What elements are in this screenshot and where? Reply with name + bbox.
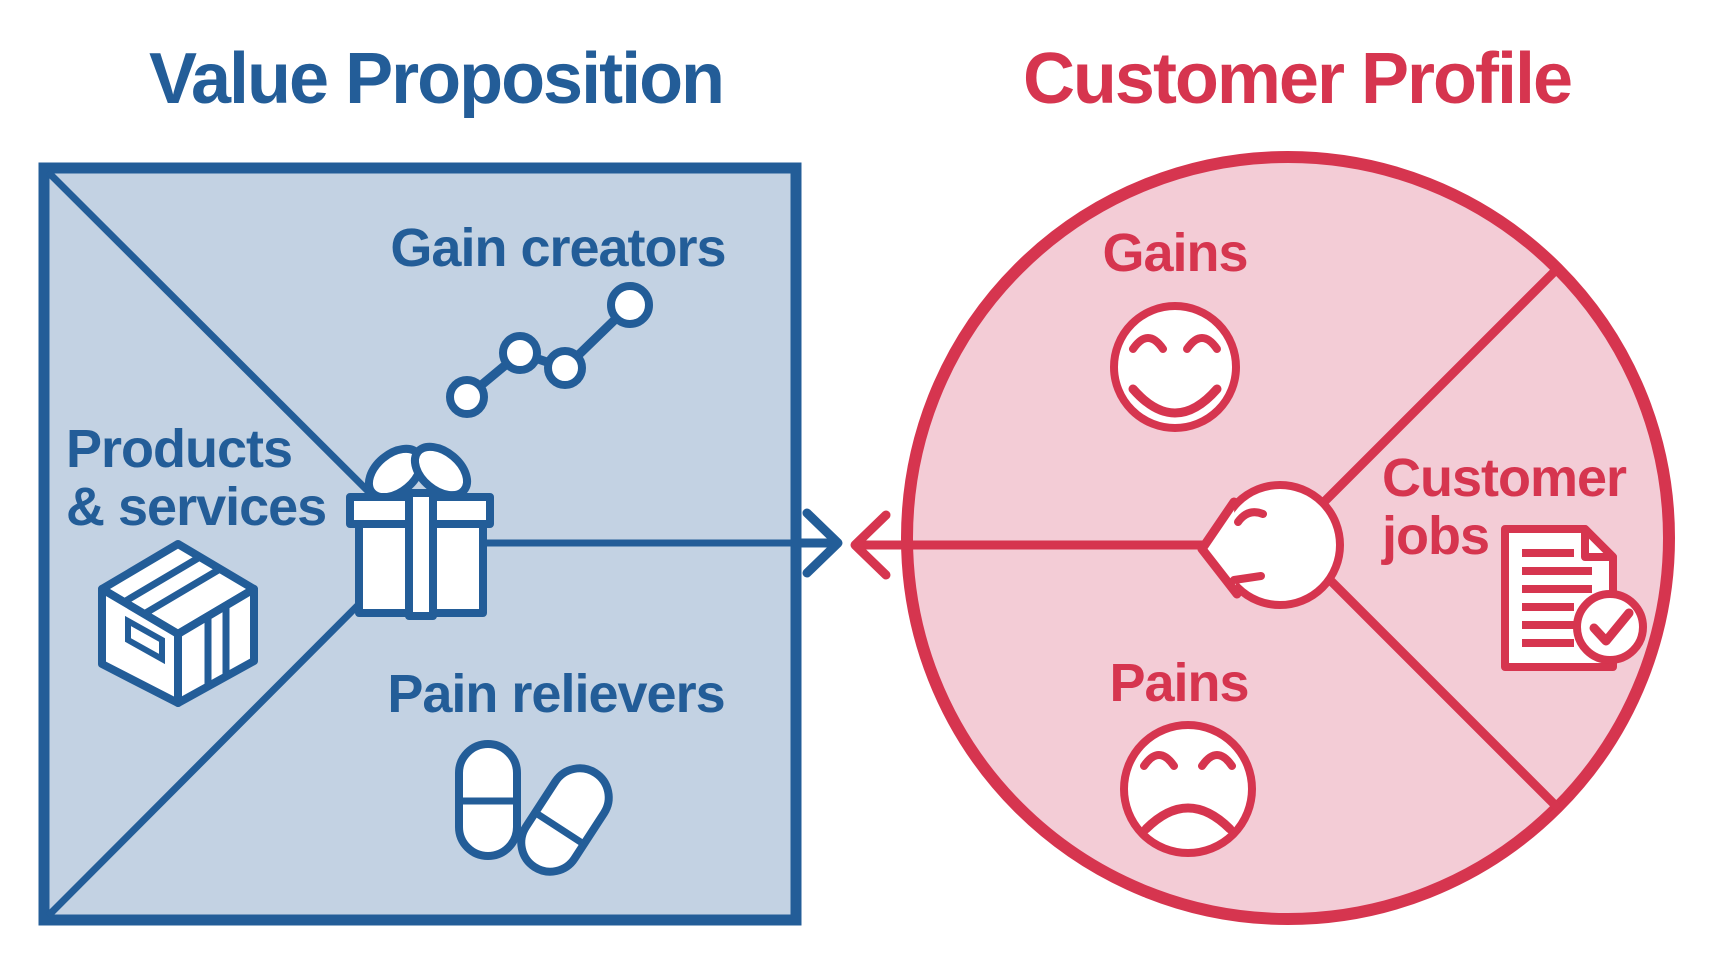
check-circle	[1573, 590, 1647, 664]
sad-face-icon	[1120, 721, 1256, 857]
left-arrow-icon	[850, 510, 1255, 580]
document-line-6	[1522, 639, 1574, 647]
sector-divider-lower	[1284, 534, 1562, 812]
document-line-4	[1522, 603, 1574, 611]
smiley-face-icon	[1110, 302, 1240, 432]
value-proposition-title: Value Proposition	[149, 39, 723, 119]
sad-mouth	[1141, 803, 1235, 834]
left-arrow-head	[850, 510, 891, 580]
sector-divider-upper	[1284, 264, 1562, 542]
right-arrow-icon	[791, 508, 843, 578]
pill-2	[517, 764, 613, 876]
trend-line-icon	[446, 282, 653, 418]
check-mark	[1589, 608, 1634, 646]
right-arrow-head	[802, 508, 843, 578]
box-top-stripe-2	[140, 565, 224, 618]
trend-point-4	[607, 282, 653, 328]
trend-point-3	[544, 347, 586, 389]
person-eyebrow	[1234, 508, 1267, 526]
document-line-5	[1522, 621, 1592, 629]
gift-icon	[346, 442, 494, 620]
value-proposition-panel: Value Proposition Gain creators Products…	[38, 39, 843, 926]
customer-jobs-label-line1: Customer	[1382, 448, 1627, 508]
person-nose-fill	[1200, 503, 1236, 594]
customer-jobs-label-line2: jobs	[1381, 506, 1489, 566]
trend-line	[462, 300, 635, 402]
gains-label: Gains	[1102, 223, 1247, 283]
sad-head	[1120, 721, 1256, 857]
smiley-mouth	[1128, 384, 1222, 418]
products-services-label-line2: & services	[66, 477, 326, 537]
products-services-label-line1: Products	[66, 419, 292, 479]
pain-relievers-label: Pain relievers	[387, 664, 724, 724]
pills-icon	[455, 740, 613, 876]
gain-creators-label: Gain creators	[390, 218, 725, 278]
box-top-stripe-1	[120, 553, 204, 606]
pains-label: Pains	[1109, 653, 1248, 713]
sad-eye-left	[1140, 751, 1178, 770]
smiley-eye-right	[1183, 334, 1221, 353]
divider-top-left	[45, 169, 423, 546]
trend-point-1	[446, 376, 488, 418]
person-mouth	[1230, 572, 1265, 584]
pill-2-divider	[533, 809, 586, 848]
document-folded-corner	[1581, 525, 1617, 561]
task-document-icon	[1501, 525, 1647, 671]
person-profile-icon	[1197, 481, 1344, 609]
gift-bow-right	[410, 442, 472, 500]
person-nose-outline	[1197, 497, 1242, 599]
document-line-3	[1522, 585, 1592, 593]
box-label	[125, 615, 165, 665]
pill-2-group	[517, 764, 613, 876]
trend-point-2	[499, 332, 541, 374]
box-right-face	[174, 585, 258, 707]
customer-profile-panel: Customer Profile Gains Customer jobs	[850, 39, 1675, 925]
sad-eye-right	[1198, 751, 1236, 770]
package-box-icon	[98, 540, 258, 707]
document-line-1	[1522, 549, 1574, 557]
smiley-eye-left	[1129, 334, 1167, 353]
gift-ribbon	[405, 489, 437, 620]
customer-profile-title: Customer Profile	[1023, 39, 1571, 119]
document-line-2	[1522, 567, 1592, 575]
